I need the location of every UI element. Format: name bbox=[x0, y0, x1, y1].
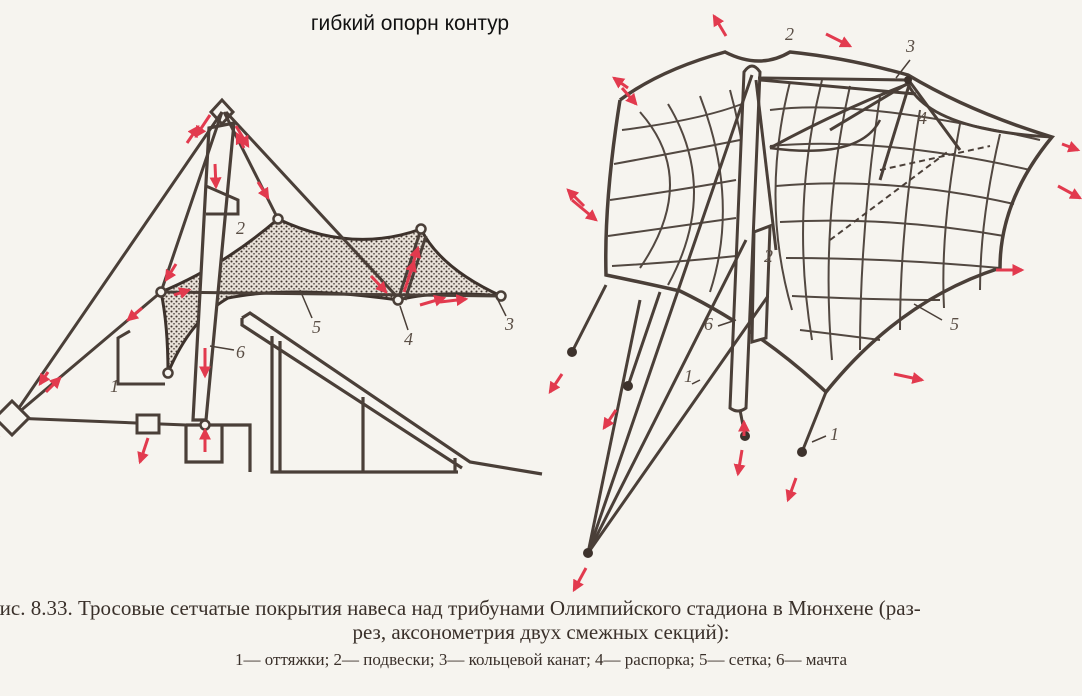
axonometric-cables bbox=[570, 74, 962, 554]
label-axo-mast-6: 6 bbox=[704, 314, 713, 334]
label-axo-net-5: 5 bbox=[950, 314, 959, 334]
caption-line-1: Рис. 8.33. Тросовые сетчатые покрытия на… bbox=[0, 596, 921, 620]
figure-drawing: 1 2 3 4 5 6 bbox=[0, 13, 1082, 593]
anchor-left bbox=[0, 398, 32, 438]
label-strut-4: 4 bbox=[404, 329, 413, 349]
label-hanger-2: 2 bbox=[236, 218, 245, 238]
label-net-5: 5 bbox=[312, 317, 321, 337]
net-nodes bbox=[155, 213, 507, 431]
axonometric-view: 2 3 4 2 6 5 1 1 bbox=[548, 13, 1082, 593]
label-axo-strut-4: 4 bbox=[918, 108, 927, 128]
force-arrows-axonometry bbox=[548, 13, 1082, 593]
label-cable-1: 1 bbox=[110, 376, 119, 396]
label-axo-hanger-2a: 2 bbox=[785, 24, 794, 44]
axonometric-net bbox=[604, 50, 1056, 395]
caption-legend: 1— оттяжки; 2— подвески; 3— кольцевой ка… bbox=[235, 650, 847, 669]
label-axo-cable-1a: 1 bbox=[684, 366, 693, 386]
label-mast-6: 6 bbox=[236, 342, 245, 362]
cables bbox=[10, 110, 502, 427]
label-axo-hanger-2b: 2 bbox=[764, 246, 773, 266]
caption-line-2: рез, аксонометрия двух смежных секций): bbox=[352, 620, 730, 644]
section-view: 1 2 3 4 5 6 bbox=[0, 97, 543, 476]
anchor-middle bbox=[135, 413, 161, 435]
grandstand bbox=[184, 311, 543, 476]
label-ring-3: 3 bbox=[504, 314, 514, 334]
label-axo-cable-1b: 1 bbox=[830, 424, 839, 444]
handwritten-heading: гибкий опорн контур bbox=[310, 12, 510, 35]
force-arrows-section bbox=[0, 114, 469, 465]
label-axo-ring-3: 3 bbox=[905, 36, 915, 56]
